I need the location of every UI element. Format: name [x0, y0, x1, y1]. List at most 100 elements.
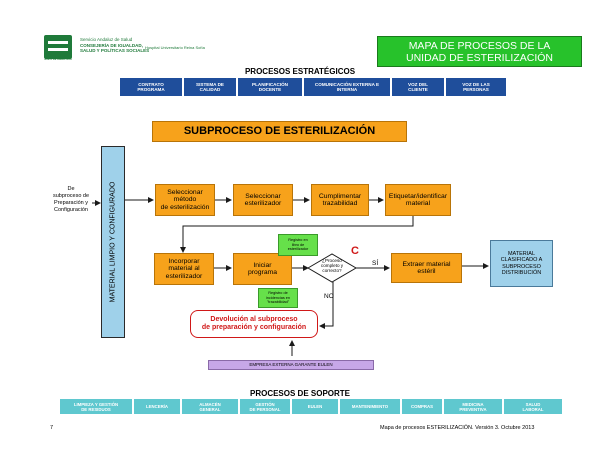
strategic-label-line1: VOZ DE LAS	[462, 81, 490, 87]
support-label-line1: COMPRAS	[411, 404, 433, 409]
step-label-line2: trazabilidad	[322, 200, 358, 207]
support-label-line1: LENCERÍA	[146, 404, 168, 409]
footer-text: Mapa de procesos ESTERILIZACIÓN. Versión…	[380, 425, 535, 431]
strategic-label-line2: CALIDAD	[199, 87, 221, 92]
support-label-line1: MANTENIMIENTO	[351, 404, 389, 409]
org-name-small: Servicio Andaluz de Salud	[80, 37, 133, 42]
input-line1: De	[67, 186, 75, 192]
hospital-name: Hospital Universitario Reina Sofía	[145, 45, 205, 50]
step-label-line2: método	[173, 196, 197, 204]
step-label-line2: esterilizador	[244, 200, 282, 207]
arrow-decision-no	[319, 282, 334, 329]
strategic-label-line2: INTERNA	[336, 87, 358, 92]
decision-line2: completo y	[320, 263, 344, 268]
strategic-label-line2: CLIENTE	[408, 87, 428, 92]
return-line1: Devolución al subproceso	[210, 316, 298, 323]
step-label-line1: Incorporar	[168, 257, 200, 265]
page-number: 7	[50, 425, 54, 431]
decision-line1: ¿Proceso	[322, 258, 342, 263]
page-title-line2: UNIDAD DE ESTERILIZACIÓN	[405, 52, 554, 64]
input-material-bar: MATERIAL LIMPIO Y CONFIGURADO	[101, 146, 125, 338]
junta-logo	[44, 35, 72, 59]
input-line4: Configuración	[54, 207, 88, 213]
support-label-line1: EULEN	[307, 404, 323, 409]
output-line4: DISTRIBUCIÓN	[501, 270, 542, 276]
step-label-line3: de esterilización	[160, 203, 210, 211]
support-label-line1: SALUD	[525, 401, 541, 407]
note-line2: incidencias en	[265, 295, 291, 300]
decision-diamond	[307, 253, 357, 283]
strategic-label-line1: COMUNICACIÓN EXTERNA E	[314, 81, 380, 87]
critical-point-mark: C	[351, 245, 359, 257]
input-line3: Preparación y	[54, 200, 88, 206]
strategic-label-line1: VOZ DEL	[408, 81, 428, 87]
decision-line3: correcto?	[322, 268, 342, 273]
step-label-line2: material	[405, 200, 431, 207]
no-label: NO	[324, 293, 334, 300]
logo-stripe	[48, 48, 68, 51]
support-box-eulen: EULEN	[292, 399, 338, 414]
note-line1: Registro de	[268, 291, 288, 296]
strategic-label-line2: DOCENTE	[258, 87, 282, 92]
support-label-line1: GESTIÓN	[255, 401, 275, 407]
input-material-label: MATERIAL LIMPIO Y CONFIGURADO	[109, 181, 117, 303]
step-label-line1: Extraer material	[402, 260, 451, 268]
page-title: MAPA DE PROCESOS DE LA UNIDAD DE ESTERIL…	[377, 36, 582, 67]
support-box-mantenimiento: MANTENIMIENTO	[340, 399, 400, 414]
strategic-label-line2: PERSONAS	[463, 87, 489, 92]
step-label-line1: Seleccionar	[245, 192, 281, 200]
support-label-line1: MEDICINA	[462, 401, 484, 407]
support-box-compras: COMPRAS	[402, 399, 442, 414]
support-label-line2: DE PERSONAL	[249, 406, 281, 412]
note-line2: libro de	[291, 242, 305, 247]
output-line2: CLASIFICADO A	[500, 257, 543, 263]
output-line3: SUBPROCESO	[502, 263, 541, 270]
strategic-label-line1: SISTEMA DE	[196, 81, 224, 87]
strategic-label-line2: PROGRAMA	[137, 87, 165, 92]
logo-stripe	[48, 41, 68, 44]
external-company-box: EMPRESA EXTERNA GARANTE EULEN	[208, 360, 374, 370]
arrow-label-to-incorporate	[180, 216, 414, 253]
logo-caption: JUNTA DE ANDALUCIA	[44, 58, 72, 61]
step-label-line1: Etiquetar/identificar	[388, 192, 448, 200]
support-label-line1: LIMPIEZA Y GESTIÓN	[73, 401, 119, 407]
support-label-line2: DE RESIDUOS	[81, 406, 111, 412]
support-label-line2: GENERAL	[199, 406, 221, 412]
note-line3: "trazabilidad"	[266, 300, 290, 305]
input-line2: subproceso de	[52, 193, 90, 199]
step-label-line2: estéril	[417, 268, 436, 275]
org-name-line2: SALUD Y POLÍTICAS SOCIALES	[80, 48, 150, 53]
step-label-line1: Seleccionar	[167, 188, 203, 196]
org-name-line1: CONSEJERÍA DE IGUALDAD,	[80, 43, 143, 48]
strategic-label-line1: CONTRATO	[138, 81, 164, 87]
subprocess-title: SUBPROCESO DE ESTERILIZACIÓN	[152, 121, 407, 142]
yes-label: SÍ	[372, 260, 379, 267]
support-label-line2: LABORAL	[522, 406, 544, 412]
output-line1: MATERIAL	[507, 250, 536, 257]
step-label-line2: programa	[247, 269, 278, 276]
page-title-line1: MAPA DE PROCESOS DE LA	[408, 40, 551, 52]
step-label-line1: Cumplimentar	[318, 192, 362, 200]
step-label-line1: Iniciar	[253, 261, 272, 269]
support-label-line2: PREVENTIVA	[459, 406, 487, 412]
